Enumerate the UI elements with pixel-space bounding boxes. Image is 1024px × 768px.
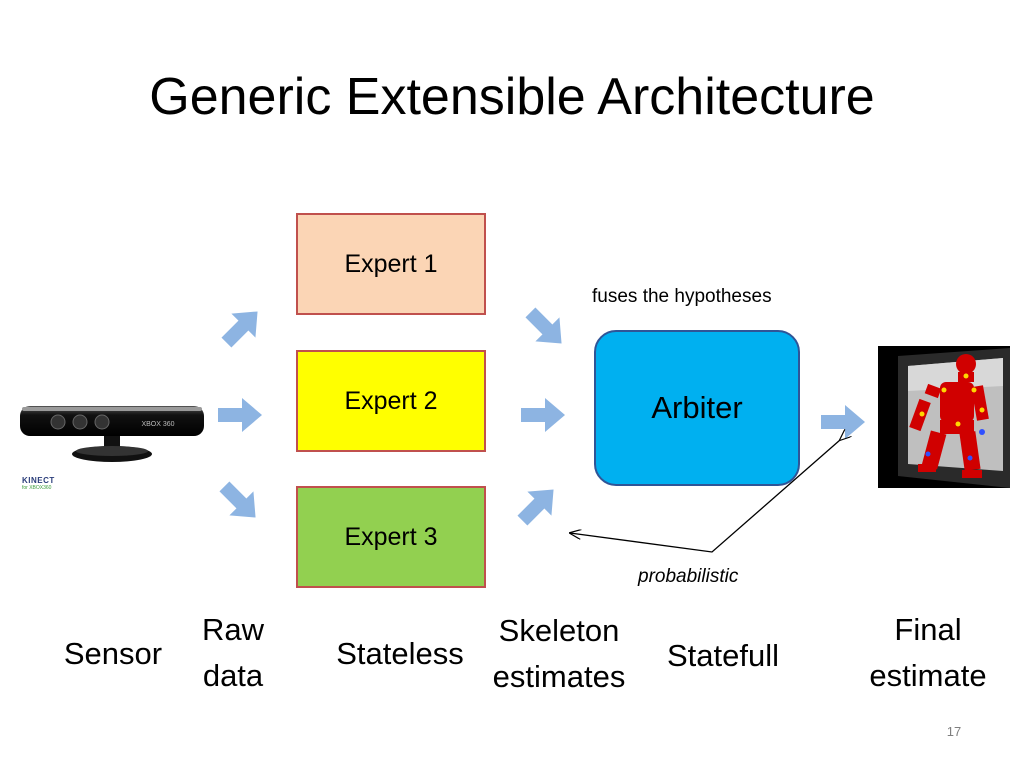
expert-1-box: Expert 1	[296, 213, 486, 315]
label-final-line2: estimate	[869, 658, 987, 693]
arrow-expert-1-to-arbiter	[525, 307, 562, 344]
label-raw-data-line1: Raw	[201, 612, 264, 647]
arrow-sensor-to-expert-1	[221, 311, 258, 348]
page-number: 17	[946, 724, 962, 739]
label-skeleton-line1: Skeleton	[498, 613, 620, 648]
device-text: XBOX 360	[141, 421, 174, 428]
arrow-sensor-to-expert-2	[218, 398, 262, 432]
feedback-note: probabilistic	[638, 566, 739, 587]
label-raw-data: Raw data	[188, 607, 278, 699]
kinect-logo-brand: KINECT	[22, 476, 55, 485]
label-skeleton-estimates: Skeleton estimates	[474, 608, 644, 700]
slide-title: Generic Extensible Architecture	[149, 68, 875, 126]
arbiter-note: fuses the hypotheses	[592, 286, 772, 307]
arrow-arbiter-to-final	[821, 405, 865, 439]
label-skeleton-line2: estimates	[492, 659, 626, 694]
kinect-sensor-image: XBOX 360	[18, 400, 208, 470]
kinect-logo: KINECT for XBOX360	[22, 476, 82, 491]
arrow-sensor-to-expert-3	[219, 481, 256, 518]
label-sensor: Sensor	[63, 636, 163, 671]
label-stateless: Stateless	[336, 636, 464, 671]
final-estimate-image	[878, 346, 1010, 488]
expert-2-box: Expert 2	[296, 350, 486, 452]
label-raw-data-line2: data	[202, 658, 264, 693]
expert-3-label: Expert 3	[344, 522, 438, 551]
expert-3-box: Expert 3	[296, 486, 486, 588]
label-statefull: Statefull	[666, 638, 779, 673]
block-arrows	[218, 307, 865, 526]
expert-2-label: Expert 2	[344, 386, 438, 415]
arrow-expert-2-to-arbiter	[521, 398, 565, 432]
kinect-logo-sub: for XBOX360	[22, 485, 52, 491]
arbiter-label: Arbiter	[651, 390, 743, 425]
expert-1-label: Expert 1	[344, 249, 438, 278]
feedback-line	[570, 440, 840, 553]
label-final-line1: Final	[894, 612, 962, 647]
label-final-estimate: Final estimate	[848, 607, 1008, 699]
arrow-expert-3-to-arbiter	[517, 489, 554, 526]
